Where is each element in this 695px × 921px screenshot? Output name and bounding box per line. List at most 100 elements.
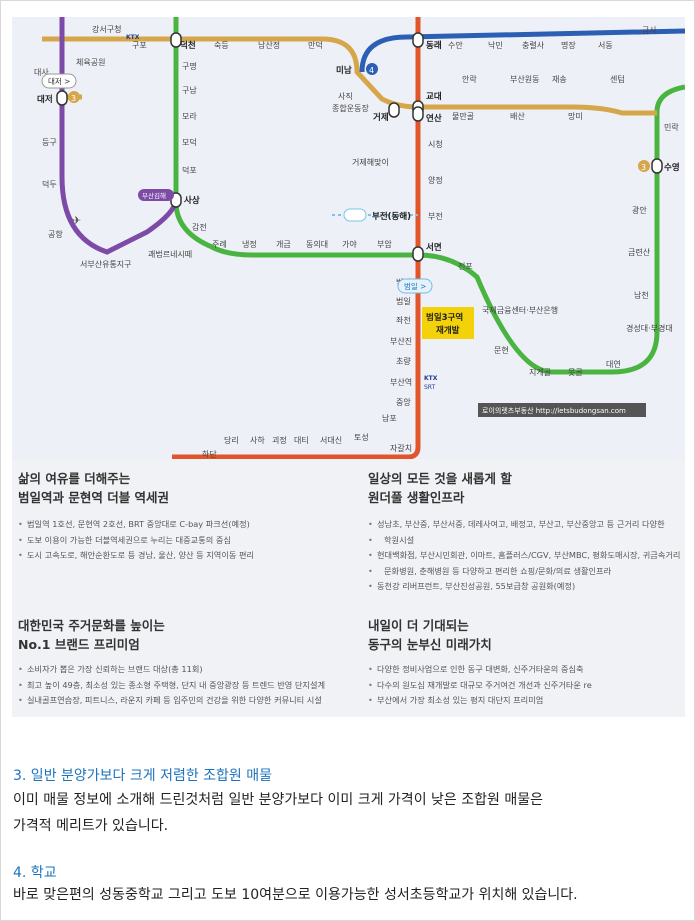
svg-text:광안: 광안	[632, 205, 647, 215]
label-minam: 미남	[336, 65, 352, 76]
svg-text:덕두: 덕두	[42, 179, 57, 189]
node-deokcheon	[170, 32, 182, 48]
svg-text:서부산유통지구: 서부산유통지구	[80, 259, 132, 269]
project-badge-line1: 범일3구역	[426, 312, 463, 323]
svg-text:낙민: 낙민	[488, 40, 503, 50]
block2-title-line1: 일상의 모든 것을 새롭게 할	[368, 471, 512, 486]
svg-text:하단: 하단	[202, 449, 217, 459]
block4-item: 다양한 정비사업으로 인한 동구 대변화, 신주거타운의 중심축	[368, 662, 592, 678]
section4-heading: 4. 학교	[13, 865, 57, 881]
svg-text:부전: 부전	[428, 211, 443, 221]
svg-text:서동: 서동	[598, 41, 613, 50]
block1-item: 도시 고속도로, 해안순환도로 등 경남, 울산, 양산 등 지역이동 편리	[18, 548, 254, 564]
block4-title: 내일이 더 기대되는 동구의 눈부신 미래가치	[368, 616, 492, 654]
svg-text:충렬사: 충렬사	[522, 41, 545, 50]
svg-text:만덕: 만덕	[308, 40, 323, 50]
svg-text:구명: 구명	[182, 61, 197, 71]
svg-text:지게골: 지게골	[529, 367, 551, 377]
node-dongnae	[412, 32, 424, 48]
line3-badge-east: 3	[641, 163, 646, 172]
airplane-icon: ✈	[72, 214, 81, 227]
block2-item: 동천강 리버프런트, 부산진성공원, 55보급창 공원화(예정)	[368, 579, 680, 595]
svg-text:센텀: 센텀	[610, 74, 625, 84]
svg-text:금련산: 금련산	[628, 247, 651, 257]
line2-path	[173, 17, 685, 375]
block1-item: 범일역 1호선, 문현역 2호선, BRT 중앙대로 C-bay 파크선(예정)	[18, 517, 254, 533]
svg-text:국제금융센터·부산은행: 국제금융센터·부산은행	[482, 305, 558, 315]
svg-text:부산김해: 부산김해	[142, 191, 166, 200]
svg-text:대티: 대티	[294, 436, 309, 445]
block3-list: 소비자가 뽑은 가장 신뢰하는 브랜드 대상(총 11회) 최고 높이 49층,…	[18, 662, 325, 709]
block2-title-line2: 원더풀 생활인프라	[368, 490, 465, 505]
svg-text:초량: 초량	[396, 356, 411, 366]
block1-title-line1: 삶의 여유를 더해주는	[18, 471, 131, 486]
line3-badge-circle-west	[68, 91, 80, 103]
svg-text:구포: 구포	[132, 41, 147, 50]
svg-text:개금: 개금	[276, 239, 291, 249]
svg-text:전포: 전포	[458, 261, 473, 271]
label-geoje: 거제	[373, 112, 389, 123]
label-seomyeon: 서면	[426, 242, 442, 253]
block1-list: 범일역 1호선, 문현역 2호선, BRT 중앙대로 C-bay 파크선(예정)…	[18, 517, 254, 564]
block3-item: 소비자가 뽑은 가장 신뢰하는 브랜드 대상(총 11회)	[18, 662, 325, 678]
svg-text:배산: 배산	[510, 111, 525, 121]
ktx-logo-gupo: KTX	[126, 34, 140, 41]
label-deokcheon: 덕천	[180, 40, 196, 51]
svg-text:등구: 등구	[42, 138, 57, 147]
svg-text:부산원동: 부산원동	[510, 74, 539, 84]
block4-title-line1: 내일이 더 기대되는	[368, 618, 469, 633]
svg-text:재송: 재송	[552, 75, 567, 84]
svg-text:시청: 시청	[428, 140, 443, 149]
station-labels: 덕천 대저 사상 동래 미남 연산 거제 교대 서면 수영 구포 숙등 남산정 …	[34, 24, 680, 459]
section3-body: 이미 매물 정보에 소개해 드린것처럼 일반 분양가보다 이미 크게 가격이 낮…	[13, 787, 543, 839]
svg-text:범일: 범일	[396, 296, 411, 306]
block4-item: 부산에서 가장 최소성 있는 평지 대단지 프리미엄	[368, 693, 592, 709]
block4-title-line2: 동구의 눈부신 미래가치	[368, 637, 492, 652]
svg-text:괘법르네시떼: 괘법르네시떼	[148, 249, 192, 259]
svg-text:사직: 사직	[338, 91, 353, 101]
block4-item: 다수의 원도심 재개발로 대규모 주거여건 개선과 신주거타운 re	[368, 678, 592, 694]
block1-title: 삶의 여유를 더해주는 범일역과 문현역 더블 역세권	[18, 469, 169, 507]
line4-path	[359, 28, 685, 73]
node-geoje	[388, 102, 400, 118]
node-seomyeon	[412, 246, 424, 262]
gimhae-light-rail-path	[59, 17, 179, 255]
svg-text:당리: 당리	[224, 435, 239, 445]
svg-text:문현: 문현	[494, 346, 509, 355]
svg-text:안락: 안락	[462, 74, 477, 84]
svg-text:숙등: 숙등	[214, 41, 229, 50]
svg-text:부암: 부암	[377, 239, 392, 249]
section4-body: 바로 맞은편의 성동중학교 그리고 도보 10여분으로 이용가능한 성서초등학교…	[13, 882, 578, 908]
callout-daejeo	[41, 73, 77, 89]
svg-text:부전(동해): 부전(동해)	[372, 211, 411, 222]
block3-title-line2: No.1 브랜드 프리미엄	[18, 637, 140, 652]
block2-item: 성남초, 부산중, 부산서중, 데레사여고, 배정고, 부산고, 부산중앙고 등…	[368, 517, 680, 533]
svg-text:거제해맞이: 거제해맞이	[352, 157, 389, 167]
block3-title: 대한민국 주거문화를 높이는 No.1 브랜드 프리미엄	[18, 616, 165, 654]
svg-text:서대신: 서대신	[320, 436, 342, 445]
svg-text:부산역: 부산역	[390, 377, 412, 387]
label-sasang: 사상	[184, 195, 200, 206]
line4-badge-circle	[366, 63, 378, 75]
svg-text:민락: 민락	[664, 122, 679, 132]
line4-badge: 4	[369, 66, 374, 75]
svg-text:주례: 주례	[212, 239, 227, 249]
block3-title-line1: 대한민국 주거문화를 높이는	[18, 618, 165, 633]
svg-text:자갈치: 자갈치	[390, 444, 412, 453]
svg-text:모덕: 모덕	[182, 137, 197, 147]
svg-text:괴정: 괴정	[272, 435, 287, 445]
block2-list: 성남초, 부산중, 부산서중, 데레사여고, 배정고, 부산고, 부산중앙고 등…	[368, 517, 680, 595]
callout-beomil	[397, 278, 433, 294]
gimhae-badge	[138, 189, 174, 201]
block3-item: 최고 높이 49층, 최소성 있는 종소형 주택형, 단지 내 중앙광장 등 트…	[18, 678, 325, 694]
donghae-tag	[343, 208, 367, 222]
subway-map: 4 3 3 덕천 대저 사상 동래 미남 연산 거제 교대 서면 수영 구포 숙…	[12, 17, 685, 459]
svg-text:범일 >: 범일 >	[404, 281, 426, 291]
svg-text:동의대: 동의대	[306, 239, 328, 249]
svg-text:좌천: 좌천	[396, 315, 411, 325]
label-daejeo: 대저	[37, 94, 53, 105]
svg-text:못골: 못골	[568, 368, 583, 377]
svg-text:수안: 수안	[448, 40, 463, 50]
svg-text:공항: 공항	[48, 230, 63, 239]
